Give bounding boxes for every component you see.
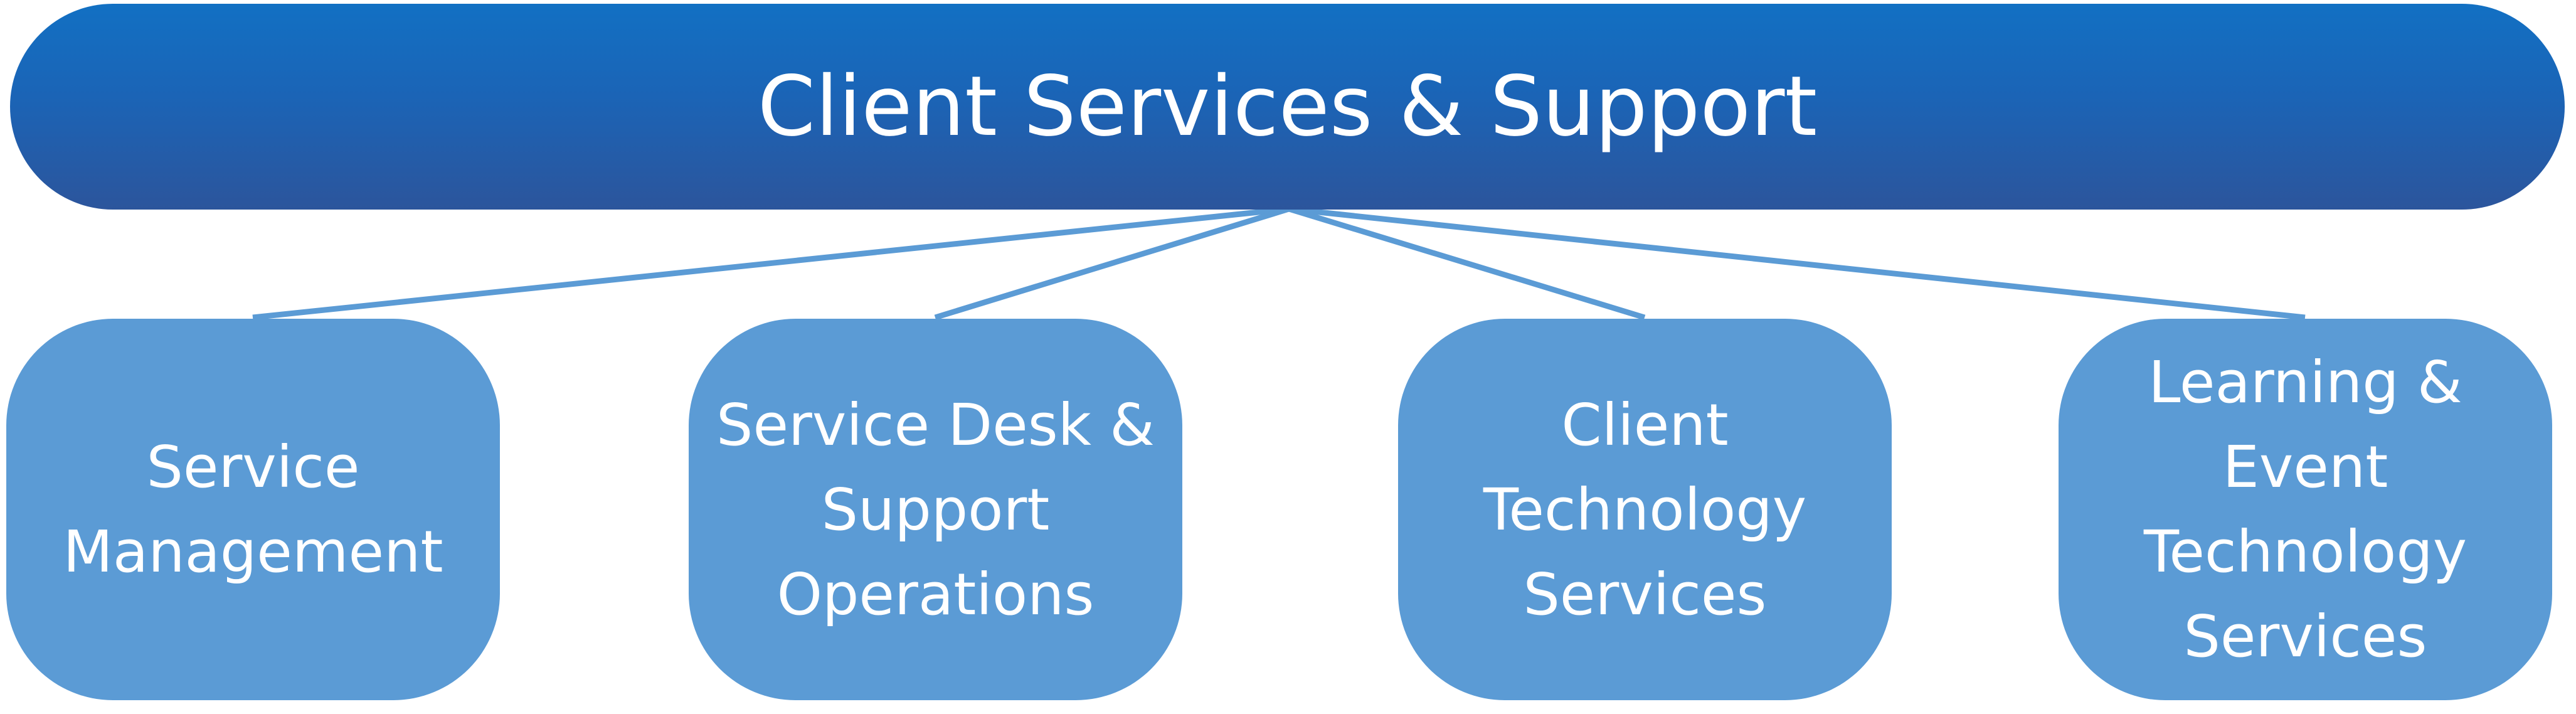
connector-line-service-desk [934, 206, 1290, 321]
child-node-label: Service Management [63, 434, 443, 585]
root-node-label: Client Services & Support [757, 58, 1818, 155]
child-node-label: Service Desk & Support Operations [716, 391, 1155, 628]
child-node-client-technology-services: Client Technology Services [1398, 319, 1892, 700]
root-node: Client Services & Support [10, 4, 2565, 210]
child-node-label: Learning & Event Technology Services [2143, 349, 2467, 670]
child-node-label: Client Technology Services [1483, 391, 1807, 628]
child-node-service-management: Service Management [6, 319, 500, 700]
child-node-service-desk-support-operations: Service Desk & Support Operations [689, 319, 1182, 700]
child-node-learning-event-technology-services: Learning & Event Technology Services [2059, 319, 2552, 700]
connector-line-service-management [252, 206, 1290, 321]
connector-line-client-technology [1288, 206, 1646, 321]
connector-line-learning-event [1288, 206, 2306, 321]
